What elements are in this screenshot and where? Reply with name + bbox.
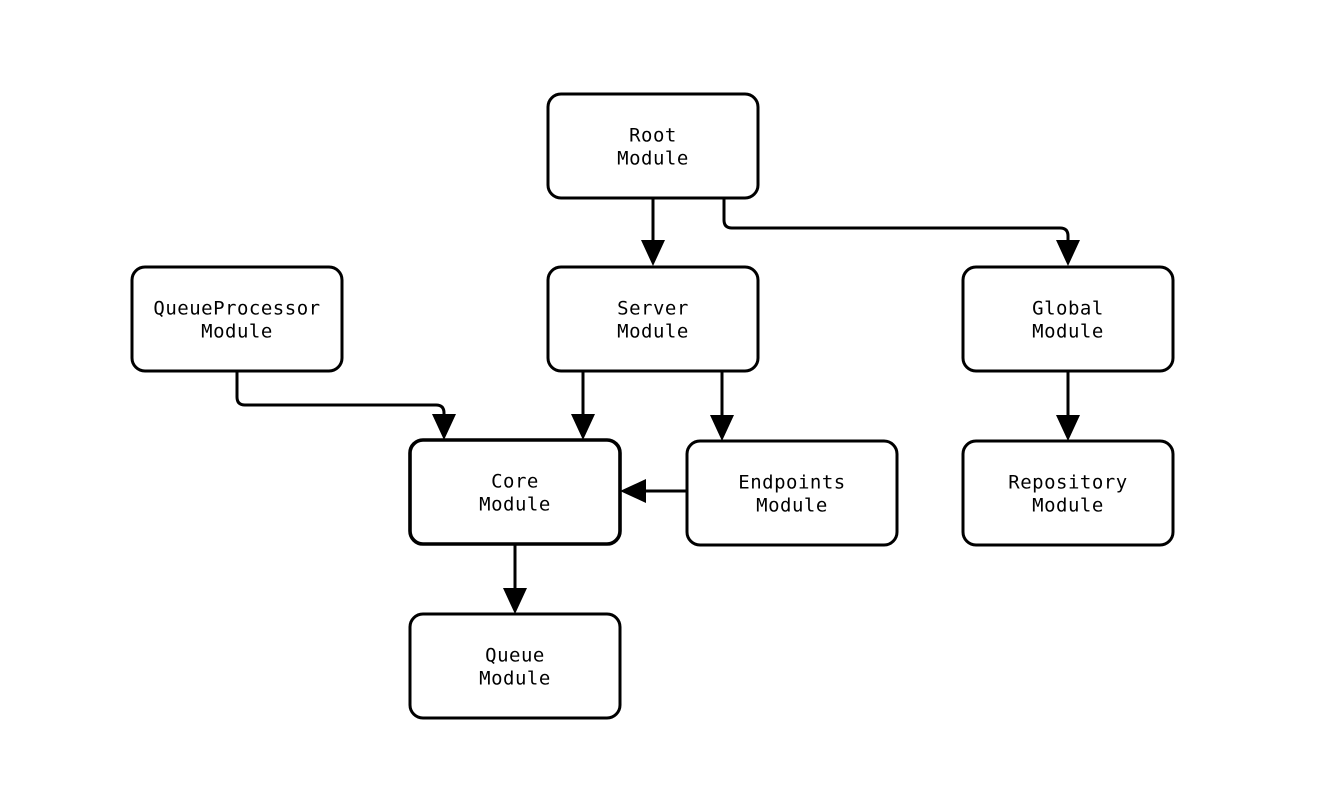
edge-server-core xyxy=(571,371,595,440)
edge-endpoints-core-arrowhead xyxy=(620,479,646,503)
node-queueprocessor-module-label-line2: Module xyxy=(201,321,273,343)
node-queue-module[interactable]: Queue Module xyxy=(408,612,622,720)
node-core-module-label-line2: Module xyxy=(479,494,551,516)
node-repository-module[interactable]: Repository Module xyxy=(961,439,1175,547)
node-repository-module-box[interactable] xyxy=(961,439,1175,547)
node-queueprocessor-module-label-line1: QueueProcessor xyxy=(153,298,320,320)
node-root-module-box[interactable] xyxy=(546,92,760,200)
node-endpoints-module-label-line1: Endpoints xyxy=(738,472,845,494)
node-root-module[interactable]: Root Module xyxy=(546,92,760,200)
edge-layer xyxy=(235,198,1080,614)
edge-endpoints-core xyxy=(620,479,687,503)
node-root-module-label-line2: Module xyxy=(617,148,689,170)
node-core-module-label-line1: Core xyxy=(491,471,539,493)
edge-server-endpoints-arrowhead xyxy=(710,415,734,441)
edge-root-server-arrowhead xyxy=(641,240,665,266)
node-endpoints-module[interactable]: Endpoints Module xyxy=(685,439,899,547)
edge-global-repository-arrowhead xyxy=(1056,415,1080,441)
node-global-module-label-line1: Global xyxy=(1032,298,1104,320)
node-queueprocessor-module-box[interactable] xyxy=(130,265,344,373)
edge-queueprocessor-core xyxy=(235,371,456,440)
node-layer: Root Module QueueProcessor Module Server… xyxy=(130,92,1175,720)
node-server-module-label-line2: Module xyxy=(617,321,689,343)
node-queueprocessor-module[interactable]: QueueProcessor Module xyxy=(130,265,344,373)
node-server-module-label-line1: Server xyxy=(617,298,689,320)
node-global-module[interactable]: Global Module xyxy=(961,265,1175,373)
edge-queueprocessor-core-line xyxy=(235,371,446,417)
edge-root-server xyxy=(641,198,665,266)
node-endpoints-module-box[interactable] xyxy=(685,439,899,547)
node-server-module-box[interactable] xyxy=(546,265,760,373)
edge-core-queue-arrowhead xyxy=(503,588,527,614)
node-core-module-box[interactable] xyxy=(408,438,622,546)
edge-core-queue xyxy=(503,544,527,614)
edge-server-core-arrowhead xyxy=(571,414,595,440)
edge-root-global-line xyxy=(722,198,1070,244)
node-queue-module-box[interactable] xyxy=(408,612,622,720)
node-root-module-label-line1: Root xyxy=(629,125,677,147)
edge-queueprocessor-core-arrowhead xyxy=(432,414,456,440)
node-global-module-box[interactable] xyxy=(961,265,1175,373)
node-repository-module-label-line2: Module xyxy=(1032,495,1104,517)
edge-root-global-arrowhead xyxy=(1056,240,1080,266)
node-repository-module-label-line1: Repository xyxy=(1008,472,1127,494)
node-endpoints-module-label-line2: Module xyxy=(756,495,828,517)
node-queue-module-label-line1: Queue xyxy=(485,645,545,667)
node-core-module[interactable]: Core Module xyxy=(408,438,622,546)
node-server-module[interactable]: Server Module xyxy=(546,265,760,373)
edge-root-global xyxy=(722,198,1080,266)
edge-global-repository xyxy=(1056,371,1080,441)
node-queue-module-label-line2: Module xyxy=(479,668,551,690)
edge-server-endpoints xyxy=(710,371,734,441)
node-global-module-label-line2: Module xyxy=(1032,321,1104,343)
